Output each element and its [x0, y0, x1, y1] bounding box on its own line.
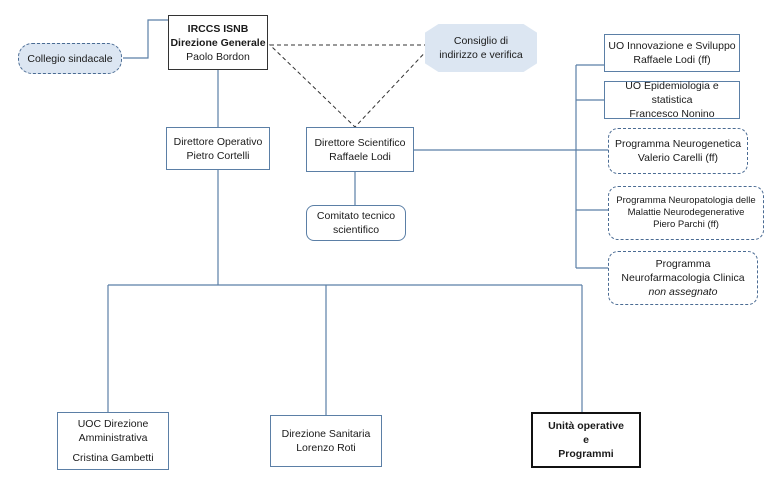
direzione-generale-box: IRCCS ISNB Direzione Generale Paolo Bord… [168, 15, 268, 70]
unita-line1: Unità operative [548, 420, 624, 432]
san-line2: Lorenzo Roti [296, 442, 356, 454]
uo-epidemiologia-box: UO Epidemiologia e statistica Francesco … [604, 80, 740, 120]
consiglio-box: Consiglio di indirizzo e verifica [425, 24, 537, 72]
unit-line2: Raffaele Lodi (ff) [633, 54, 711, 66]
unit-line1: Programma Neuropatologia delle [616, 195, 756, 206]
unit-line1: UO Innovazione e Sviluppo [608, 40, 736, 52]
direttore-operativo-box: Direttore Operativo Pietro Cortelli [166, 127, 270, 170]
unit-line1: Programma Neurogenetica [614, 138, 742, 150]
amm-line3: Cristina Gambetti [72, 452, 154, 464]
dir-operativo-line2: Pietro Cortelli [186, 149, 250, 162]
consiglio-line1: Consiglio di [453, 35, 509, 47]
uo-innovazione-box: UO Innovazione e Sviluppo Raffaele Lodi … [604, 34, 740, 72]
dir-scientifico-line2: Raffaele Lodi [329, 150, 391, 163]
unita-line2: e [583, 434, 589, 446]
comitato-box: Comitato tecnico scientifico [306, 205, 406, 241]
san-line1: Direzione Sanitaria [281, 428, 371, 440]
line-collegio [123, 19, 168, 59]
dir-scientifico-line1: Direttore Scientifico [314, 136, 406, 149]
direttore-scientifico-box: Direttore Scientifico Raffaele Lodi [306, 127, 414, 172]
programma-neuropatologia-box: Programma Neuropatologia delle Malattie … [608, 186, 764, 240]
unit-line2: Valerio Carelli (ff) [637, 152, 719, 164]
dashed-triangle [268, 44, 434, 128]
unit-line2: Malattie Neurodegenerative [627, 207, 745, 218]
top-title: IRCCS ISNB [187, 22, 249, 35]
comitato-line2: scientifico [332, 224, 380, 236]
amm-line2: Amministrativa [78, 432, 148, 444]
collegio-label: Collegio sindacale [27, 52, 113, 65]
top-person: Paolo Bordon [186, 50, 250, 63]
dir-operativo-line1: Direttore Operativo [173, 135, 263, 148]
unit-line1: Programma [655, 258, 711, 270]
uoc-amministrativa-box: UOC Direzione Amministrativa Cristina Ga… [57, 412, 169, 470]
direzione-sanitaria-box: Direzione Sanitaria Lorenzo Roti [270, 415, 382, 467]
unit-line3: non assegnato [648, 286, 718, 298]
unita-line3: Programmi [558, 448, 614, 460]
amm-line1: UOC Direzione [77, 418, 149, 430]
consiglio-line2: indirizzo e verifica [439, 49, 523, 61]
unit-line1: UO Epidemiologia e statistica [625, 80, 719, 106]
unit-line3: Piero Parchi (ff) [653, 219, 719, 230]
top-subtitle: Direzione Generale [170, 36, 266, 49]
unit-line2: Francesco Nonino [629, 108, 715, 120]
programma-neurogenetica-box: Programma Neurogenetica Valerio Carelli … [608, 128, 748, 174]
unita-operative-box: Unità operative e Programmi [531, 412, 641, 468]
comitato-line1: Comitato tecnico [316, 210, 396, 222]
unit-line2: Neurofarmacologia Clinica [621, 272, 745, 284]
programma-neurofarmacologia-box: Programma Neurofarmacologia Clinica non … [608, 251, 758, 305]
collegio-sindacale-box: Collegio sindacale [18, 43, 122, 74]
